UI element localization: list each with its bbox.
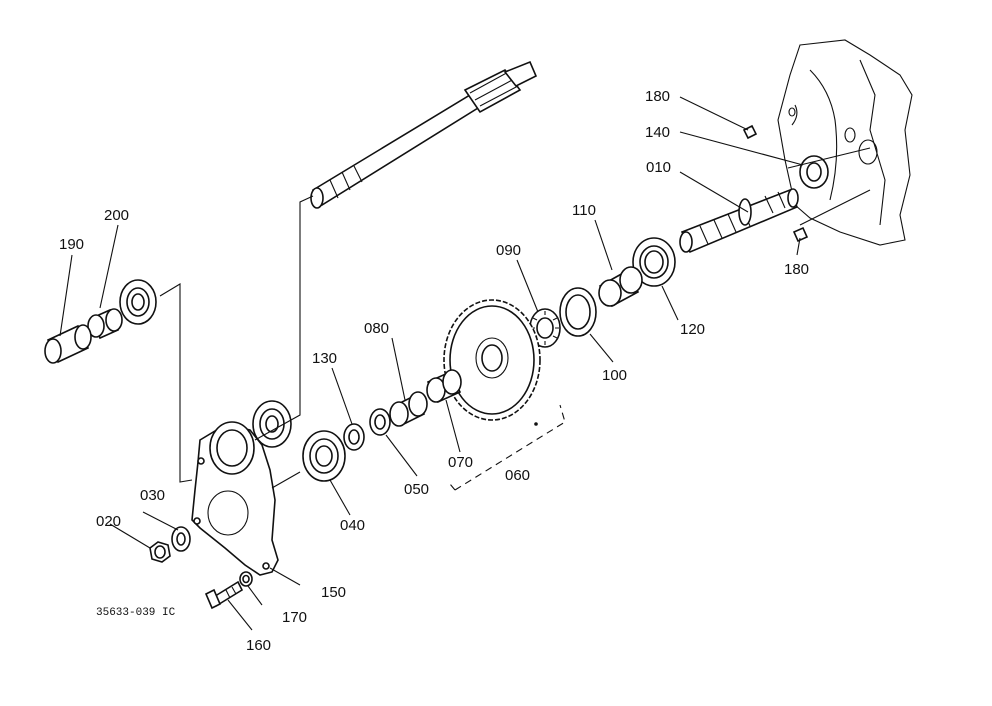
callout-040: 040 bbox=[340, 517, 365, 534]
part-110-collar bbox=[598, 266, 643, 308]
callout-010: 010 bbox=[646, 159, 671, 176]
callout-020: 020 bbox=[96, 513, 121, 530]
part-060-large-gear bbox=[443, 299, 541, 426]
part-100-needle-bearing bbox=[559, 287, 597, 337]
callout-150: 150 bbox=[321, 584, 346, 601]
upper-left-bearing bbox=[119, 279, 157, 325]
callout-180-lower: 180 bbox=[784, 261, 809, 278]
part-070-bushing bbox=[426, 369, 462, 404]
part-150-bracket bbox=[191, 421, 279, 576]
callout-090: 090 bbox=[496, 242, 521, 259]
part-030-washer bbox=[171, 526, 191, 552]
part-120-bearing bbox=[632, 237, 676, 287]
callout-170: 170 bbox=[282, 609, 307, 626]
part-010-shaft bbox=[679, 188, 799, 254]
part-160-bolt bbox=[204, 580, 244, 610]
part-200-bushing bbox=[87, 308, 123, 340]
group-060-bracket bbox=[449, 404, 566, 491]
output-shaft bbox=[310, 60, 538, 209]
drawing-code: 35633-039 IC bbox=[96, 607, 176, 619]
callout-180-upper: 180 bbox=[645, 88, 670, 105]
callout-060: 060 bbox=[505, 467, 530, 484]
part-020-nut bbox=[149, 541, 171, 563]
callout-100: 100 bbox=[602, 367, 627, 384]
callout-120: 120 bbox=[680, 321, 705, 338]
callout-140: 140 bbox=[645, 124, 670, 141]
callout-030: 030 bbox=[140, 487, 165, 504]
callout-070: 070 bbox=[448, 454, 473, 471]
part-180-pin-lower bbox=[792, 226, 809, 243]
callout-130: 130 bbox=[312, 350, 337, 367]
part-040-bearing bbox=[302, 430, 346, 482]
part-090-small-gear bbox=[529, 308, 561, 348]
transmission-housing bbox=[777, 39, 913, 246]
callout-080: 080 bbox=[364, 320, 389, 337]
callout-190: 190 bbox=[59, 236, 84, 253]
part-140-seal bbox=[799, 155, 829, 189]
leader-lines bbox=[59, 96, 804, 631]
callout-200: 200 bbox=[104, 207, 129, 224]
part-170-lock-washer bbox=[239, 571, 253, 587]
callout-050: 050 bbox=[404, 481, 429, 498]
part-130-washer bbox=[343, 423, 365, 451]
part-080-spacer bbox=[389, 391, 428, 427]
callout-110: 110 bbox=[572, 202, 596, 219]
callout-160: 160 bbox=[246, 637, 271, 654]
part-050-washer bbox=[369, 408, 391, 436]
callout-labels: 010 020 030 040 050 060 070 080 090 100 … bbox=[59, 88, 809, 654]
part-190-sleeve bbox=[44, 324, 92, 364]
part-180-pin-upper bbox=[742, 124, 758, 140]
